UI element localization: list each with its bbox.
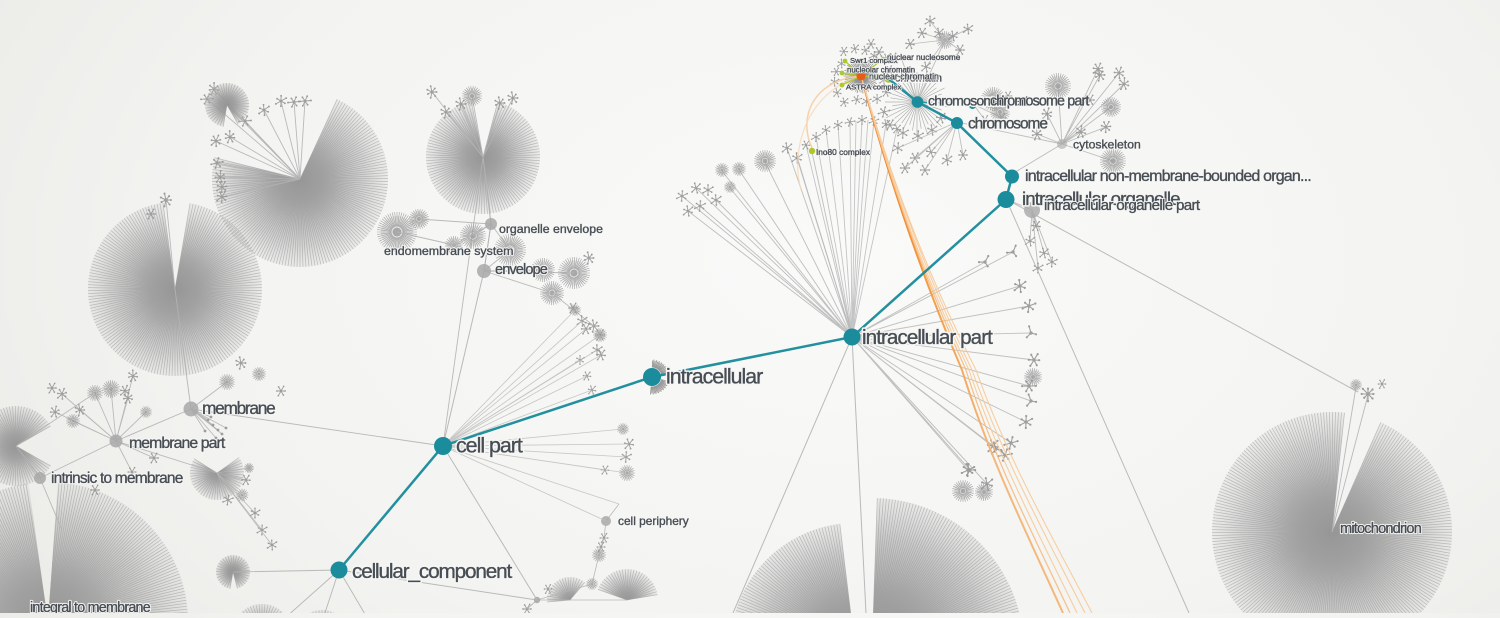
svg-text:ASTRA complex: ASTRA complex (846, 83, 901, 92)
svg-text:organelle envelope: organelle envelope (499, 222, 603, 236)
svg-text:intracellular organelle: intracellular organelle (1022, 188, 1180, 209)
svg-text:intracellular part: intracellular part (862, 326, 993, 349)
svg-text:intracellular non-membrane-bou: intracellular non-membrane-bounded organ… (1025, 168, 1311, 185)
svg-text:intrinsic to membrane: intrinsic to membrane (51, 470, 183, 487)
svg-text:intracellular non-membrane-bou: intracellular non-membrane-bounded organ… (1025, 168, 1311, 185)
svg-text:intracellular: intracellular (666, 365, 763, 389)
svg-text:intracellular organelle part: intracellular organelle part (1044, 197, 1201, 214)
svg-text:nuclear chromatin: nuclear chromatin (869, 72, 939, 82)
svg-text:chromosomal part: chromosomal part (928, 93, 1029, 109)
svg-text:mitochondrion: mitochondrion (1340, 521, 1422, 537)
svg-text:Ino80 complex: Ino80 complex (816, 147, 871, 157)
svg-text:ASTRA complex: ASTRA complex (846, 83, 901, 92)
svg-text:cytoskeleton: cytoskeleton (1073, 138, 1141, 152)
svg-text:chromosome part: chromosome part (990, 94, 1089, 110)
svg-text:envelope: envelope (495, 262, 548, 278)
svg-text:mitochondrion: mitochondrion (1340, 521, 1422, 537)
svg-text:chromatin: chromatin (895, 73, 942, 85)
svg-text:envelope: envelope (495, 262, 548, 278)
svg-text:membrane part: membrane part (129, 435, 226, 452)
svg-text:membrane: membrane (202, 398, 275, 418)
svg-text:chromatin: chromatin (895, 73, 942, 85)
svg-text:nuclear nucleosome: nuclear nucleosome (887, 53, 961, 62)
svg-text:chromosome: chromosome (968, 116, 1047, 133)
svg-text:intracellular organelle part: intracellular organelle part (1044, 197, 1201, 214)
svg-text:cell part: cell part (456, 434, 523, 458)
svg-text:nucleolar chromatin: nucleolar chromatin (847, 66, 915, 75)
svg-text:cellular_component: cellular_component (352, 560, 512, 583)
svg-text:nucleolar chromatin: nucleolar chromatin (847, 66, 915, 75)
svg-text:intracellular organelle: intracellular organelle (1022, 188, 1180, 209)
svg-text:endomembrane system: endomembrane system (384, 244, 513, 258)
svg-text:chromosomal part: chromosomal part (928, 93, 1029, 109)
svg-text:Swr1 complex: Swr1 complex (850, 56, 898, 65)
svg-text:cell periphery: cell periphery (618, 514, 689, 528)
svg-text:cell periphery: cell periphery (618, 514, 689, 528)
svg-text:cell part: cell part (456, 434, 523, 458)
svg-text:endomembrane system: endomembrane system (384, 244, 513, 258)
svg-text:intrinsic to membrane: intrinsic to membrane (51, 470, 183, 487)
svg-text:intracellular: intracellular (666, 365, 763, 389)
svg-text:chromosome: chromosome (968, 116, 1047, 133)
svg-text:chromosome part: chromosome part (990, 94, 1089, 110)
svg-text:nuclear nucleosome: nuclear nucleosome (887, 53, 961, 62)
svg-text:Ino80 complex: Ino80 complex (816, 147, 871, 157)
svg-text:membrane part: membrane part (129, 435, 226, 452)
svg-text:integral to membrane: integral to membrane (30, 600, 151, 613)
svg-text:organelle envelope: organelle envelope (499, 222, 603, 236)
svg-text:cellular_component: cellular_component (352, 560, 512, 583)
svg-text:cytoskeleton: cytoskeleton (1073, 138, 1141, 152)
svg-text:nuclear chromatin: nuclear chromatin (869, 72, 939, 82)
svg-text:intracellular part: intracellular part (862, 326, 993, 349)
svg-text:Swr1 complex: Swr1 complex (850, 56, 898, 65)
svg-text:membrane: membrane (202, 398, 275, 418)
